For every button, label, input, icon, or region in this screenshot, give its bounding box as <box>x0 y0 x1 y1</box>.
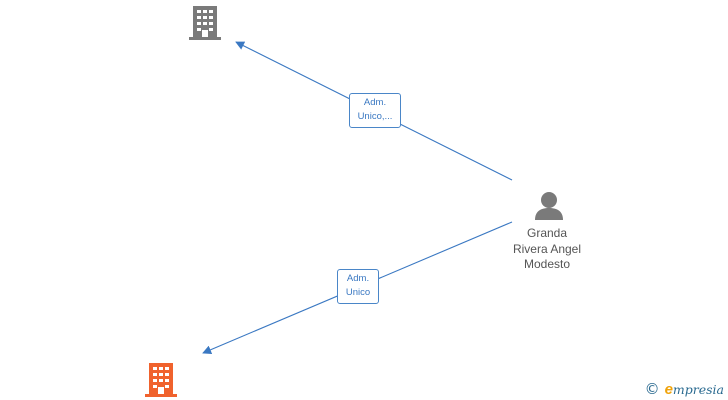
edge-label-bottom[interactable]: Adm. Unico <box>337 269 379 304</box>
brand-initial: e <box>664 380 673 398</box>
person-icon[interactable] <box>535 192 563 220</box>
building-icon[interactable] <box>145 363 177 397</box>
edge-label-line: Unico,... <box>357 111 393 122</box>
person-name-line: Granda <box>526 226 568 240</box>
edge-label-top[interactable]: Adm. Unico,... <box>349 93 401 128</box>
edge-label-line: Adm. <box>363 97 387 108</box>
edge-label-line: Adm. <box>346 273 370 284</box>
brand-name: mpresia <box>672 381 724 397</box>
building-icon[interactable] <box>189 6 221 40</box>
person-name-line: Modesto <box>523 257 571 271</box>
brand-logo: © e mpresia <box>645 380 724 398</box>
edge-label-line: Unico <box>345 287 371 298</box>
person-name-line: Rivera Angel <box>512 241 582 256</box>
person-name[interactable]: Granda Rivera Angel Modesto <box>492 226 602 273</box>
copyright-icon: © <box>644 380 660 398</box>
